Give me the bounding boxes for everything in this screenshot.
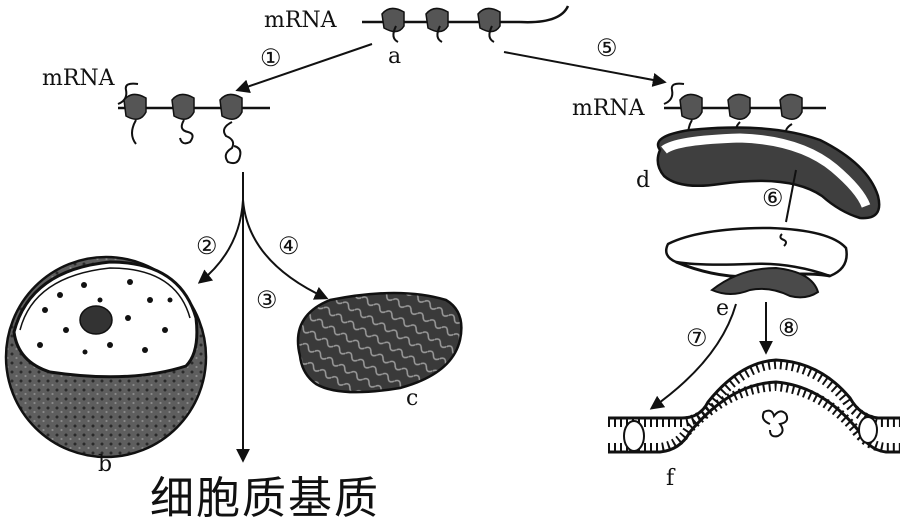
cell-membrane-f [608, 360, 900, 452]
ribosome [478, 8, 500, 42]
step-3-label: ③ [256, 286, 278, 314]
mrna-label: mRNA [42, 66, 115, 91]
label-b: b [98, 452, 112, 477]
step-4-label: ④ [278, 232, 300, 260]
mitochondrion-c [298, 293, 461, 392]
mrna-label: mRNA [572, 96, 645, 121]
step-7-label: ⑦ [686, 324, 708, 352]
label-a: a [388, 44, 401, 69]
ribosome [220, 94, 242, 163]
ribosome [382, 8, 404, 42]
secreted-protein [763, 411, 787, 437]
label-c: c [406, 386, 418, 411]
label-d: d [636, 168, 650, 193]
arrow-5 [504, 52, 664, 82]
ribosome [426, 8, 448, 42]
step-2-label: ② [196, 232, 218, 260]
free-polysome [118, 84, 270, 164]
step-1-label: ① [260, 44, 282, 72]
step-5-label: ⑤ [596, 34, 618, 62]
ribosome [172, 94, 194, 143]
membrane-protein [859, 417, 877, 443]
golgi-e [666, 228, 846, 297]
step-8-label: ⑧ [778, 314, 800, 342]
label-e: e [716, 296, 729, 321]
cytoplasmic-matrix-label: 细胞质基质 [150, 462, 380, 526]
nucleus-b [6, 257, 206, 457]
polysome-a [362, 6, 568, 42]
label-f: f [666, 466, 674, 491]
step-6-label: ⑥ [762, 184, 784, 212]
membrane-protein [624, 421, 644, 451]
ribosome [124, 94, 146, 144]
arrow-1 [238, 44, 372, 90]
mrna-label: mRNA [264, 8, 337, 33]
